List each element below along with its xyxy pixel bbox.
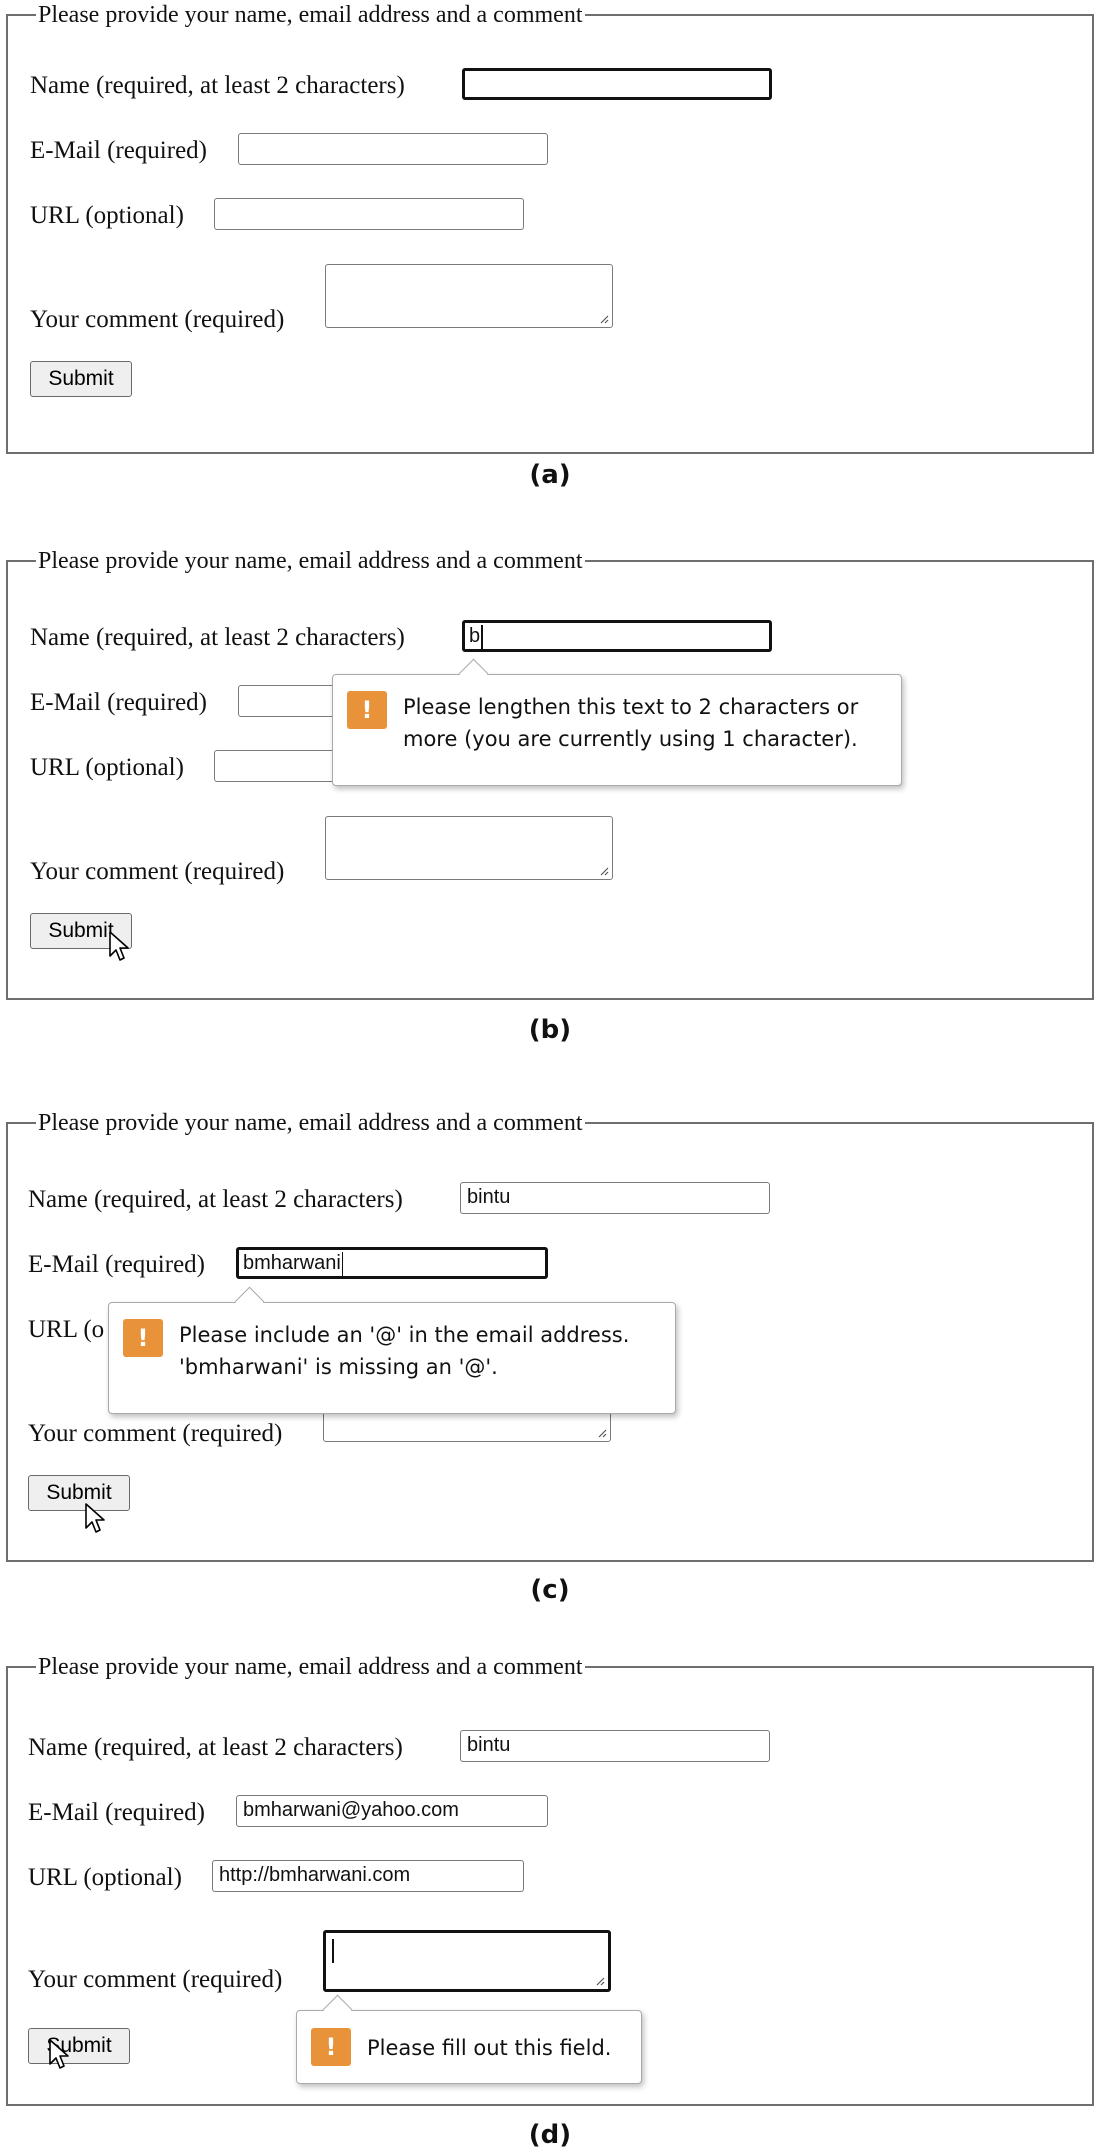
tooltip-line-1: Please lengthen this text to 2 character… — [403, 695, 859, 719]
comment-textarea[interactable] — [325, 264, 613, 328]
warning-icon: ! — [347, 691, 387, 729]
form-legend: Please provide your name, email address … — [36, 548, 585, 574]
url-input[interactable] — [214, 198, 524, 230]
resize-grip-icon[interactable] — [599, 314, 609, 324]
mouse-pointer-icon — [85, 1503, 105, 1533]
name-label: Name (required, at least 2 characters) — [30, 624, 405, 651]
warning-icon: ! — [123, 1319, 163, 1357]
tooltip-line-2: more (you are currently using 1 characte… — [403, 727, 858, 751]
comment-textarea[interactable] — [325, 816, 613, 880]
tooltip-message: Please include an '@' in the email addre… — [179, 1319, 629, 1383]
tooltip-message: Please fill out this field. — [367, 2032, 611, 2064]
url-label: URL (optional) — [30, 202, 184, 229]
panel-caption-c: (c) — [530, 1575, 570, 1605]
name-input[interactable]: bintu — [460, 1730, 770, 1762]
tooltip-line-1: Please fill out this field. — [367, 2036, 612, 2060]
mouse-pointer-icon — [109, 931, 129, 961]
email-input[interactable]: bmharwani@yahoo.com — [236, 1795, 548, 1827]
form-panel-a: Please provide your name, email address … — [6, 2, 1094, 454]
form-legend: Please provide your name, email address … — [36, 1654, 585, 1680]
panel-caption-a: (a) — [529, 460, 571, 490]
name-label: Name (required, at least 2 characters) — [28, 1186, 403, 1213]
url-label: URL (o — [28, 1316, 105, 1343]
panel-caption-b: (b) — [528, 1015, 572, 1045]
url-input[interactable]: http://bmharwani.com — [212, 1860, 524, 1892]
validation-tooltip: ! Please fill out this field. — [296, 1994, 642, 2084]
submit-button[interactable]: Submit — [30, 361, 132, 397]
form-panel-b: Please provide your name, email address … — [6, 548, 1094, 1000]
form-panel-c: Please provide your name, email address … — [6, 1110, 1094, 1562]
url-label: URL (optional) — [28, 1864, 182, 1891]
email-input[interactable]: bmharwani — [236, 1247, 548, 1279]
text-caret — [341, 1251, 344, 1276]
tooltip-arrow — [234, 1286, 265, 1317]
comment-label: Your comment (required) — [28, 1420, 283, 1447]
comment-textarea[interactable] — [323, 1930, 611, 1992]
submit-button[interactable]: Submit — [28, 1475, 130, 1511]
text-caret — [481, 624, 483, 649]
form-panel-d: Please provide your name, email address … — [6, 1654, 1094, 2106]
mouse-pointer-icon — [49, 2039, 69, 2069]
warning-icon: ! — [311, 2028, 351, 2066]
email-label: E-Mail (required) — [30, 689, 208, 716]
tooltip-message: Please lengthen this text to 2 character… — [403, 691, 858, 755]
name-label: Name (required, at least 2 characters) — [28, 1734, 403, 1761]
url-label: URL (optional) — [30, 754, 184, 781]
name-input[interactable]: b — [462, 620, 772, 652]
tooltip-line-2: 'bmharwani' is missing an '@'. — [179, 1355, 498, 1379]
name-input[interactable] — [462, 68, 772, 100]
name-input[interactable]: bintu — [460, 1182, 770, 1214]
email-input[interactable] — [238, 133, 548, 165]
email-input-value: bmharwani — [243, 1252, 341, 1274]
validation-tooltip: ! Please include an '@' in the email add… — [108, 1286, 676, 1414]
name-input-value: b — [469, 625, 481, 647]
comment-label: Your comment (required) — [30, 306, 285, 333]
email-label: E-Mail (required) — [30, 137, 208, 164]
resize-grip-icon[interactable] — [597, 1428, 607, 1438]
tooltip-arrow — [458, 658, 489, 689]
form-legend: Please provide your name, email address … — [36, 1110, 585, 1136]
panel-caption-d: (d) — [528, 2120, 572, 2150]
form-legend: Please provide your name, email address … — [36, 2, 585, 28]
name-label: Name (required, at least 2 characters) — [30, 72, 405, 99]
submit-button[interactable]: Submit — [28, 2028, 130, 2064]
resize-grip-icon[interactable] — [599, 866, 609, 876]
email-label: E-Mail (required) — [28, 1251, 206, 1278]
resize-grip-icon[interactable] — [595, 1976, 605, 1986]
validation-tooltip: ! Please lengthen this text to 2 charact… — [332, 658, 902, 786]
email-label: E-Mail (required) — [28, 1799, 206, 1826]
comment-label: Your comment (required) — [30, 858, 285, 885]
comment-label: Your comment (required) — [28, 1966, 283, 1993]
tooltip-arrow — [322, 1994, 353, 2025]
text-caret — [332, 1939, 334, 1963]
tooltip-line-1: Please include an '@' in the email addre… — [179, 1323, 630, 1347]
